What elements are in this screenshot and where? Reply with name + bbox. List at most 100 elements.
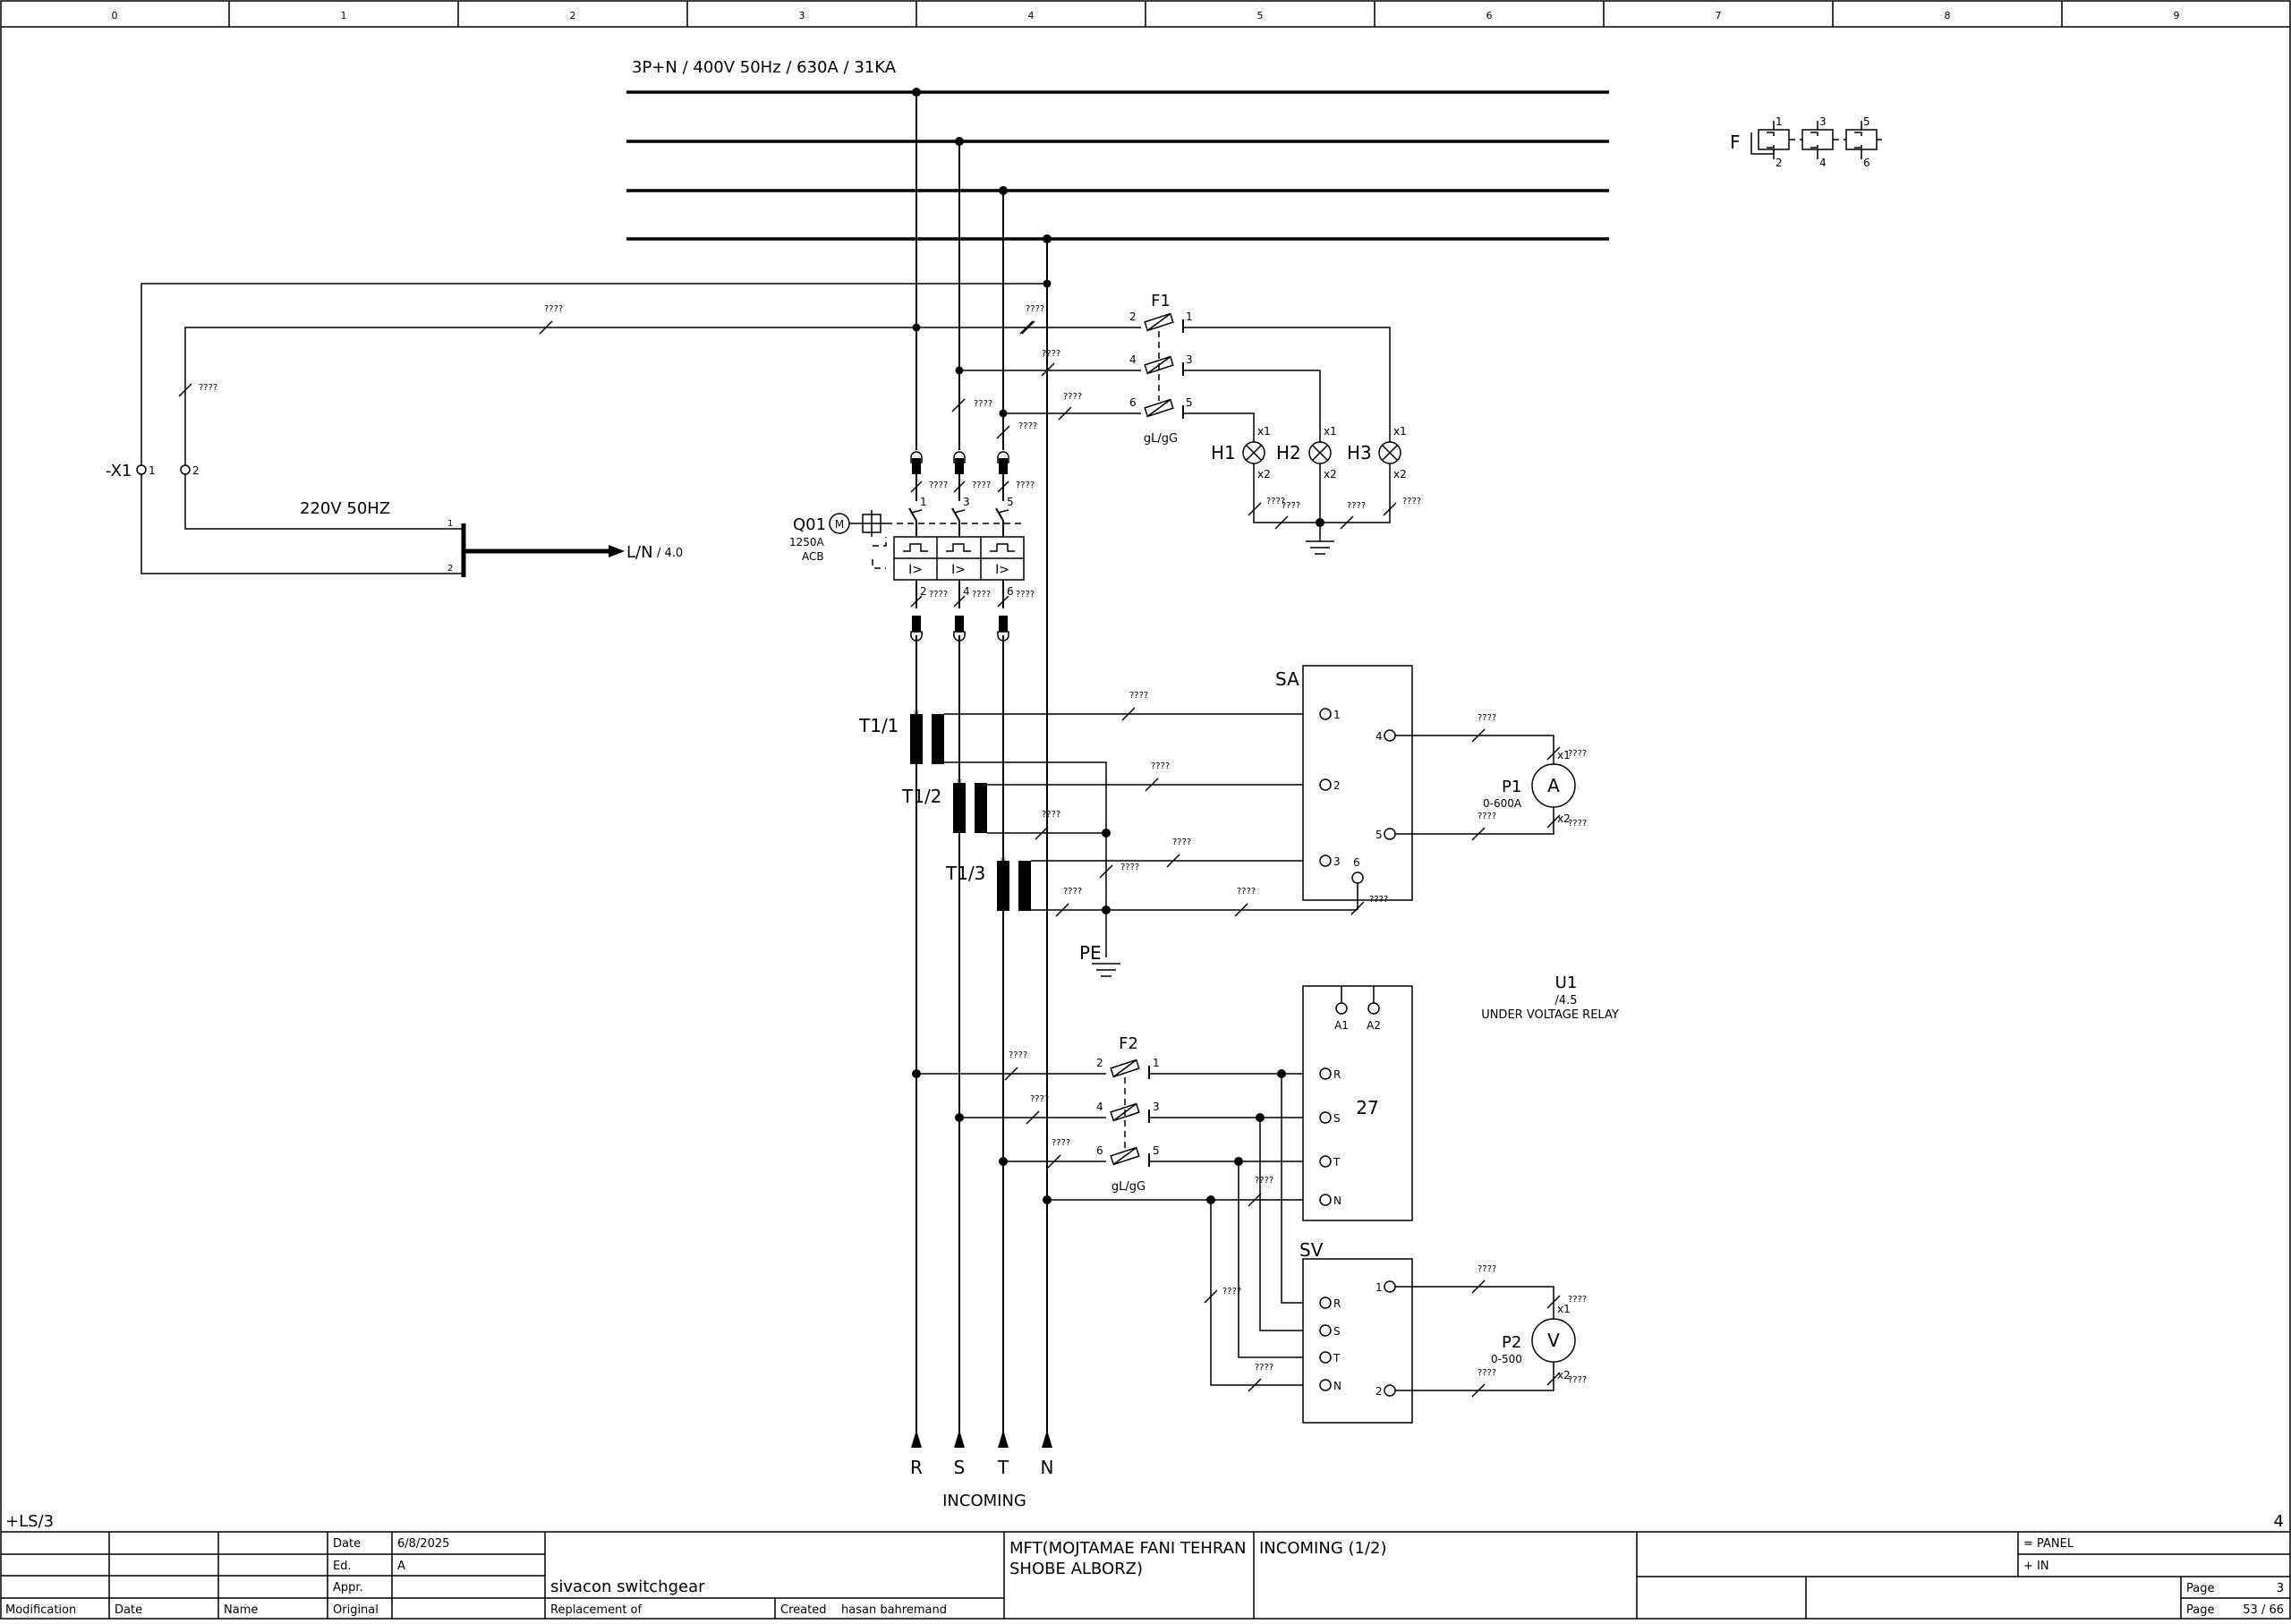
lamp-pin: x1: [1257, 425, 1271, 438]
reference-arrow-icon: [609, 545, 625, 557]
sa-pin: 3: [1333, 855, 1341, 868]
ground-icon: [1092, 963, 1120, 977]
relay-input: R: [1333, 1068, 1341, 1081]
ammeter-pin: x1: [1557, 749, 1571, 761]
column-label: 5: [1257, 10, 1264, 21]
tb-project-line1: MFT(MOJTAMAE FANI TEHRAN: [1009, 1539, 1246, 1558]
wire-mark: ????: [1255, 1363, 1273, 1373]
fuse-pin: 1: [1186, 310, 1193, 323]
fuse-legend-symbol: [1750, 121, 1882, 159]
ct-polarity: *: [957, 777, 962, 789]
wire-mark: ????: [1009, 1050, 1027, 1060]
trip-unit-label: I>: [951, 563, 966, 577]
breaker-pin: 3: [963, 496, 970, 508]
pe-label: PE: [1079, 942, 1102, 964]
voltmeter-icon: [1531, 1318, 1576, 1363]
phase-label-s: S: [954, 1457, 966, 1478]
breaker-pin: 6: [1007, 585, 1014, 598]
undervoltage-relay-u1: [1302, 985, 1413, 1221]
plug-pin2: 2: [447, 564, 453, 574]
relay-ref: /4.5: [1554, 994, 1577, 1008]
tb-original-label: Original: [333, 1603, 379, 1617]
lamp-h3-label: H3: [1347, 442, 1372, 463]
ground-icon: [1306, 540, 1334, 555]
wire-mark: ????: [974, 399, 992, 409]
tb-drawing-title: INCOMING (1/2): [1259, 1539, 1387, 1558]
wire-mark: ????: [1030, 1094, 1049, 1104]
wire-mark: ????: [972, 480, 991, 490]
terminal-x1-pin2: 2: [192, 464, 200, 477]
location-tag: +LS/3: [5, 1512, 54, 1531]
relay-coil-pin: A1: [1334, 1019, 1349, 1032]
sv-input: S: [1333, 1325, 1341, 1338]
breaker-rating: 1250A: [789, 536, 825, 548]
breaker-q01: M: [829, 451, 1025, 642]
wire-mark: ????: [1129, 691, 1148, 701]
fuse-pin: 1: [1153, 1057, 1160, 1069]
breaker-motor: M: [835, 518, 844, 531]
column-label: 9: [2174, 10, 2180, 21]
phase-label-r: R: [910, 1457, 923, 1478]
wire-mark: ????: [1568, 1375, 1587, 1385]
fuse-pin: 4: [1129, 353, 1137, 366]
tb-name-label: Name: [224, 1603, 258, 1617]
wire-mark: ????: [1568, 1295, 1587, 1305]
fuse-pin: 6: [1129, 396, 1137, 409]
wire-mark: ????: [1026, 304, 1044, 314]
fuse-pin: 5: [1186, 396, 1193, 409]
tb-created-label: Created: [780, 1603, 826, 1617]
phase-label-t: T: [997, 1457, 1009, 1478]
lamp-pin: x1: [1324, 425, 1337, 438]
tb-location: + IN: [2023, 1560, 2049, 1573]
trip-unit-label: I>: [908, 563, 923, 577]
legend-pin: 5: [1863, 115, 1870, 128]
fuse-f2: [1110, 1059, 1150, 1167]
tb-page: 3: [2277, 1582, 2284, 1595]
wire-mark: ????: [1478, 812, 1496, 821]
wire-mark: ????: [1016, 480, 1035, 490]
wire-mark: ????: [1016, 590, 1035, 599]
sa-pin: 5: [1375, 829, 1383, 841]
ammeter-icon: [1531, 763, 1576, 808]
lamp-h2-label: H2: [1276, 442, 1301, 463]
voltmeter-switch-label: SV: [1299, 1239, 1324, 1261]
wire-mark: ????: [1568, 819, 1587, 829]
lamp-icon: [1308, 441, 1332, 464]
wire-mark: ????: [929, 590, 948, 599]
fuse-pin: 5: [1153, 1144, 1160, 1157]
wire-mark: ????: [1478, 1264, 1496, 1274]
ammeter-range: 0-600A: [1483, 797, 1522, 810]
sv-output: 2: [1375, 1385, 1383, 1398]
fuse-f1-label: F1: [1151, 292, 1171, 310]
fuse-legend-label: F: [1730, 132, 1741, 153]
wire-mark: ????: [1568, 749, 1587, 759]
voltmeter-switch-sv: [1302, 1258, 1413, 1424]
column-ruler: 0 1 2 3 4 5 6 7 8 9: [112, 1, 2180, 27]
lamp-pin: x1: [1393, 425, 1407, 438]
wire-mark: ????: [1063, 392, 1082, 402]
column-label: 3: [799, 10, 805, 21]
legend-pin: 1: [1776, 115, 1783, 128]
wire-mark: ????: [1172, 838, 1191, 847]
breaker-pin: 4: [963, 585, 970, 598]
tb-project-line2: SHOBE ALBORZ): [1009, 1560, 1143, 1578]
wire-mark: ????: [1042, 810, 1060, 820]
legend-pin: 2: [1776, 157, 1783, 169]
sa-pin: 2: [1333, 779, 1341, 792]
tb-date: 6/8/2025: [397, 1537, 449, 1551]
wire-mark: ????: [1478, 713, 1496, 723]
lamp-h1-label: H1: [1211, 442, 1236, 463]
trip-unit-label: I>: [995, 563, 1009, 577]
wire-mark: ????: [1237, 887, 1256, 897]
fuse-f1: [1144, 312, 1184, 419]
next-page-ref: 4: [2274, 1512, 2284, 1531]
wire-mark: ????: [1222, 1287, 1241, 1297]
relay-input: T: [1333, 1156, 1341, 1169]
fuse-pin: 3: [1186, 353, 1193, 366]
fuse-pin: 2: [1129, 310, 1137, 323]
sv-output: 1: [1375, 1281, 1383, 1294]
current-transformer-icon: [910, 714, 1031, 911]
